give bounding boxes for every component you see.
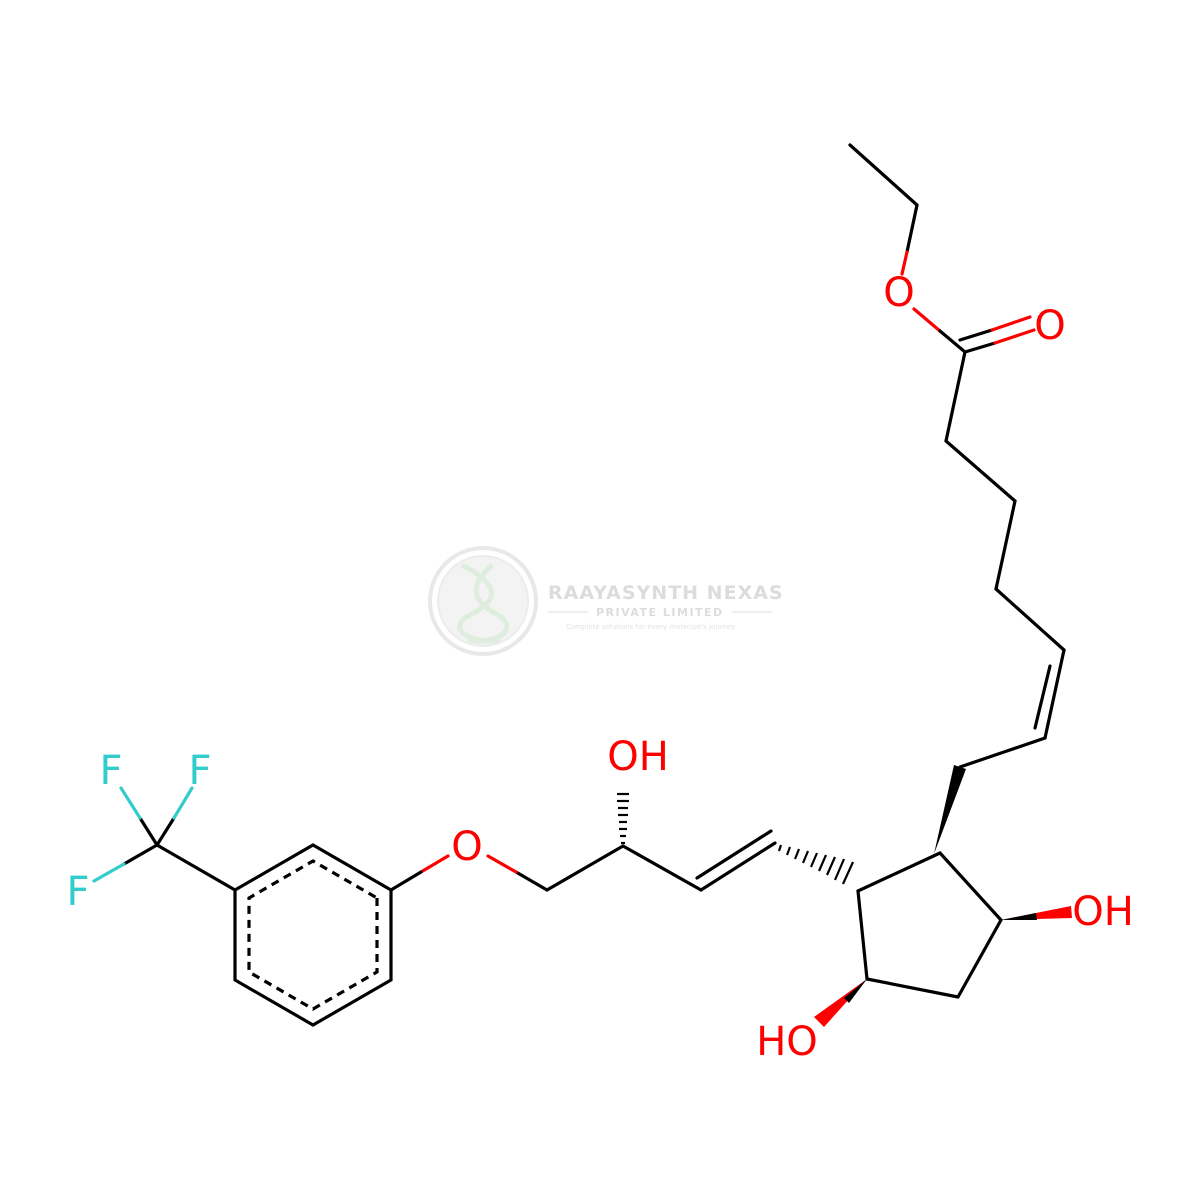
bond [122,843,159,866]
bond [699,841,777,892]
bond [900,250,909,276]
atom-o-ester: O [883,270,914,316]
bond [848,143,919,207]
bond [865,977,960,999]
bond [994,499,1017,591]
watermark-dna-helix-icon [457,562,510,644]
atom-o-carbonyl: O [1034,303,1065,349]
watermark-company: RAAYASYNTH NEXAS [548,582,784,604]
bond [155,843,237,892]
watermark-logo-ring [428,546,538,656]
bond [938,329,967,354]
wedge-bond [934,765,966,854]
bond [944,350,967,443]
bond [1043,648,1066,740]
bond [1033,664,1052,730]
ethyl-ester-group: O O [848,143,1066,354]
benzene-ring [233,843,393,1027]
bond [912,307,942,333]
bond [514,870,549,892]
bond [958,328,994,342]
bond [621,844,703,892]
bond [905,203,919,254]
hashed-bond [777,844,855,885]
atom-oh-side-chain: OH [607,734,669,780]
hashed-bond [617,792,629,845]
atom-ho-ring-bottom: HO [756,1019,818,1065]
bond [138,816,159,847]
bond [155,816,176,847]
alpha-chain [944,350,1066,769]
watermark: RAAYASYNTH NEXAS PRIVATE LIMITED Complet… [428,546,784,656]
bond [990,315,1032,332]
cyclopentane-ring: OH HO [756,765,1134,1065]
bond [486,854,518,874]
bond [695,829,773,880]
atom-oh-ring-right: OH [1072,889,1134,935]
wedge-bond [844,979,867,1003]
watermark-subtitle: PRIVATE LIMITED [596,606,724,619]
bond [956,918,1003,999]
omega-chain: OH O [389,734,777,892]
wedge-bond [1001,913,1037,920]
bond [994,587,1066,652]
bond [993,328,1036,345]
bond [92,862,126,883]
bond [856,889,869,981]
ring-outline [233,843,393,1027]
watermark-tagline: Complete solutions for every molecule's … [566,623,735,631]
bond [944,439,1017,503]
atom-f-3: F [66,869,89,915]
bond [938,851,1003,922]
bond [419,854,450,874]
bond [856,851,942,893]
bond [389,870,423,892]
atom-f-2: F [188,748,211,794]
aromatic-inner-ring [247,859,379,1011]
atom-f-1: F [99,748,122,794]
bond [119,786,142,820]
bond [172,786,194,820]
bond [963,341,997,354]
bond [545,844,625,892]
trifluoromethyl-group: F F F [66,748,237,915]
atom-o-ether: O [451,824,482,870]
bond [958,736,1047,769]
